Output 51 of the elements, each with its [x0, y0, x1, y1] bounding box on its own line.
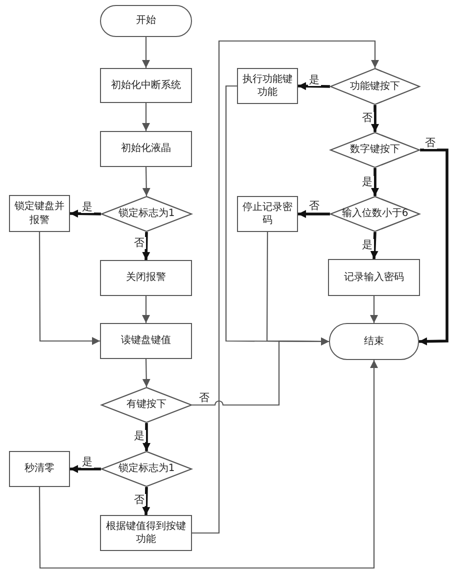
process-box: 锁定键盘并报警: [9, 195, 70, 232]
arrow: [298, 210, 330, 218]
process-box: 秒清零: [9, 451, 70, 487]
edge-label: 是: [133, 430, 146, 442]
edge-label: 是: [81, 201, 94, 213]
arrow: [142, 486, 150, 516]
process-box: 根据键值得到按键功能: [100, 515, 192, 551]
edge-label: 否: [424, 137, 437, 149]
arrow: [370, 296, 378, 323]
decision-diamond: 有键按下: [101, 387, 192, 423]
arrow: [418, 148, 448, 346]
decision-diamond: 数字键按下: [330, 132, 420, 168]
arrow: [142, 296, 150, 323]
edge-label: 否: [308, 200, 321, 212]
edge-label: 否: [361, 112, 374, 124]
decision-diamond: 锁定标志为1: [101, 196, 192, 232]
arrow: [298, 82, 330, 90]
edge-label: 是: [81, 456, 94, 468]
arrow: [142, 232, 150, 260]
arrow: [142, 423, 150, 451]
arrow: [142, 37, 150, 68]
edge-label: 否: [133, 237, 146, 249]
arrow: [70, 210, 102, 218]
decision-diamond: 输入位数小于6: [330, 196, 420, 232]
edge-label: 否: [133, 494, 146, 506]
decision-diamond: 功能键按下: [330, 68, 420, 105]
arrow: [266, 232, 329, 346]
arrow: [142, 167, 150, 196]
arrow: [70, 465, 101, 473]
process-box: 关闭报警: [100, 260, 192, 296]
process-box: 停止记录密码: [237, 196, 298, 232]
edge-label: 否: [198, 392, 211, 404]
edge-label: 是: [308, 74, 321, 86]
arrow: [371, 105, 379, 132]
terminal-shape: 开始: [100, 5, 192, 37]
arrow: [371, 168, 379, 196]
arrow: [38, 232, 100, 345]
process-box: 初始化液晶: [100, 131, 192, 167]
terminal-shape: 结束: [329, 323, 419, 360]
process-box: 读键盘键值: [100, 323, 192, 359]
arrow: [370, 232, 378, 260]
arrow: [38, 360, 378, 569]
edge-label: 是: [361, 176, 374, 188]
arrow: [192, 40, 379, 534]
arrow: [142, 359, 150, 387]
arrow: [142, 103, 150, 131]
process-box: 执行功能键功能: [237, 68, 298, 104]
decision-diamond: 锁定标志为1: [101, 451, 192, 487]
process-box: 初始化中断系统: [100, 68, 192, 103]
edge-label: 是: [361, 239, 374, 251]
process-box: 记录输入密码: [328, 259, 420, 296]
